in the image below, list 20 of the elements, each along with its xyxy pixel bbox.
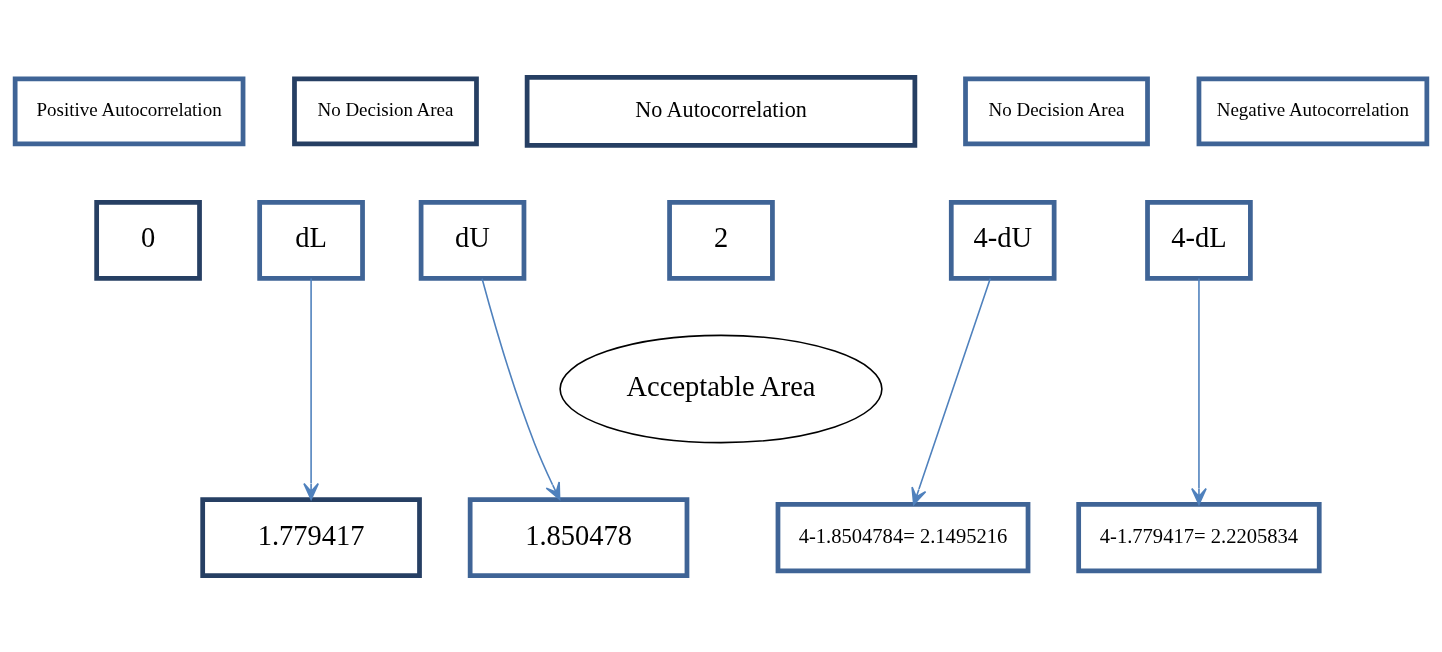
node-box: 4-dL	[1145, 199, 1253, 281]
arrow	[1191, 277, 1207, 505]
node-box: No Autocorrelation	[524, 74, 918, 148]
arrow	[303, 277, 319, 500]
node-box: dL	[257, 199, 365, 281]
node-box: Negative Autocorrelation	[1196, 76, 1430, 146]
node-ellipse: Acceptable Area	[559, 334, 883, 443]
node-box: 4-dU	[948, 199, 1057, 281]
node-box: Positive Autocorrelation	[12, 76, 246, 146]
node-box: No Decision Area	[292, 76, 479, 146]
arrow	[481, 277, 561, 500]
node-box: 1.779417	[200, 496, 422, 578]
node-box: dU	[418, 199, 527, 281]
arrow	[911, 277, 992, 505]
node-box: 4-1.8504784= 2.1495216	[775, 501, 1031, 573]
node-box: 2	[667, 199, 775, 281]
node-box: No Decision Area	[963, 76, 1150, 146]
node-box: 1.850478	[467, 496, 690, 578]
node-box: 0	[94, 199, 202, 281]
node-box: 4-1.779417= 2.2205834	[1076, 501, 1322, 573]
